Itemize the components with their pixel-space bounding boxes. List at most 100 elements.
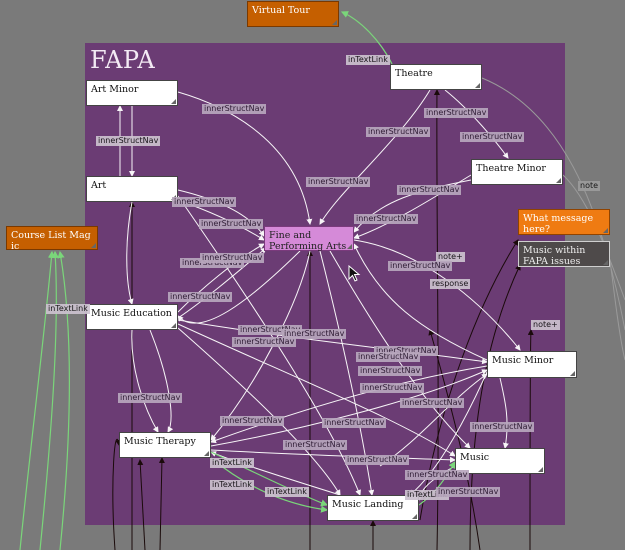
nav-link-edge[interactable] [499,377,509,449]
link-label[interactable]: inTextLink [405,490,449,500]
link-label[interactable]: innerStructNav [400,398,465,408]
node-music[interactable]: Music [455,448,545,474]
link-label[interactable]: innerStructNav [360,383,425,393]
resize-handle-icon[interactable] [204,451,209,456]
link-label[interactable]: inTextLink [346,55,390,65]
link-label[interactable]: innerStructNav [220,416,285,426]
link-label[interactable]: inTextLink [210,480,254,490]
link-label[interactable]: innerStructNav [374,346,439,356]
structure-link-edge[interactable] [112,438,122,550]
node-music-fapa[interactable]: Music within FAPA issues [518,241,610,267]
resize-handle-icon[interactable] [603,228,608,233]
link-label[interactable]: innerStructNav [232,337,297,347]
nav-link-edge[interactable] [177,243,265,313]
link-label[interactable]: innerStructNav [283,440,348,450]
resize-handle-icon[interactable] [91,243,96,248]
nav-link-edge[interactable] [177,91,313,225]
text-link-edge[interactable] [19,250,56,550]
nav-link-edge[interactable] [177,189,265,237]
note-link-edge[interactable] [481,77,625,331]
link-label[interactable]: innerStructNav [282,329,347,339]
resize-handle-icon[interactable] [603,260,608,265]
link-label[interactable]: innerStructNav [460,132,525,142]
resize-handle-icon[interactable] [475,83,480,88]
nav-link-edge[interactable] [177,323,456,457]
node-label: Virtual Tour [252,5,310,16]
link-label[interactable]: innerStructNav [470,422,535,432]
node-music-landing[interactable]: Music Landing [327,495,419,521]
link-label[interactable]: innerStructNav [306,177,371,187]
link-label[interactable]: innerStructNav [96,136,161,146]
resize-handle-icon[interactable] [171,323,176,328]
link-label[interactable]: note [578,181,601,191]
nav-link-edge[interactable] [131,329,159,433]
link-label[interactable]: innerStructNav [356,352,421,362]
resize-handle-icon[interactable] [538,467,543,472]
nav-link-edge[interactable] [444,89,509,159]
node-art-minor[interactable]: Art Minor [86,80,178,106]
link-label[interactable]: inTextLink [46,304,90,314]
link-label[interactable]: innerStructNav [358,366,423,376]
node-art[interactable]: Art [86,176,178,202]
node-virtual-tour[interactable]: Virtual Tour [247,1,339,27]
node-course-list[interactable]: Course List Mag ic [6,226,98,252]
text-link-edge[interactable] [39,250,59,550]
resize-handle-icon[interactable] [171,99,176,104]
nav-link-edge[interactable] [177,319,488,365]
nav-link-edge[interactable] [409,371,488,496]
nav-link-edge[interactable] [210,365,488,444]
link-label[interactable]: innerStructNav [366,127,431,137]
resize-handle-icon[interactable] [347,244,352,249]
link-label[interactable]: innerStructNav [424,108,489,118]
link-label[interactable]: innerStructNav [202,104,267,114]
text-link-edge[interactable] [57,250,71,550]
node-label: Art Minor [91,84,139,95]
link-label[interactable]: innerStructNav [118,393,183,403]
nav-link-edge[interactable] [353,243,488,361]
resize-handle-icon[interactable] [570,371,575,376]
nav-link-edge[interactable] [319,89,431,225]
link-label[interactable]: inTextLink [265,487,309,497]
link-label[interactable]: innerStructNav [405,470,470,480]
link-label[interactable]: note+ [531,320,560,330]
resize-handle-icon[interactable] [412,514,417,519]
resize-handle-icon[interactable] [332,20,337,25]
nav-link-edge[interactable] [319,250,375,496]
note-link-edge[interactable] [609,259,625,361]
link-label[interactable]: innerStructNav [238,325,303,335]
note-link-edge[interactable] [562,174,625,301]
nav-link-edge[interactable] [353,174,472,240]
node-label: Music Education [91,308,172,319]
node-theatre[interactable]: Theatre [390,64,482,90]
node-fine-arts[interactable]: Fine and Performing Arts [264,226,354,252]
link-label[interactable]: note+ [436,252,465,262]
link-label[interactable]: innerStructNav [168,292,233,302]
structure-link-edge[interactable] [137,459,146,550]
structure-link-edge[interactable] [527,329,534,550]
node-theatre-minor[interactable]: Theatre Minor [471,159,563,185]
structure-link-edge[interactable] [158,457,165,550]
text-link-edge[interactable] [418,460,456,506]
resize-handle-icon[interactable] [556,178,561,183]
structure-link-edge[interactable] [433,89,440,550]
nav-link-edge[interactable] [126,201,134,305]
structure-link-edge[interactable] [469,264,521,550]
link-label[interactable]: innerStructNav [397,185,462,195]
link-label[interactable]: innerStructNav [172,197,237,207]
link-label[interactable]: response [430,279,471,289]
link-label[interactable]: innerStructNav [200,253,265,263]
link-label[interactable]: innerStructNav [354,214,419,224]
node-label: What message here? [523,213,594,236]
node-what-message[interactable]: What message here? [518,209,610,235]
link-label[interactable]: inTextLink [210,458,254,468]
structure-link-edge[interactable] [428,329,481,550]
node-music-education[interactable]: Music Education [86,304,178,330]
node-music-therapy[interactable]: Music Therapy [119,432,211,458]
link-label[interactable]: innerStructNav [199,219,264,229]
link-label[interactable]: innerStructNav [345,455,410,465]
link-label[interactable]: innerStructNav [388,261,453,271]
node-music-minor[interactable]: Music Minor [487,351,577,378]
link-label[interactable]: innerStructNav [322,418,387,428]
link-label[interactable]: innerStructNav [436,487,501,497]
nav-link-edge[interactable] [210,369,488,447]
